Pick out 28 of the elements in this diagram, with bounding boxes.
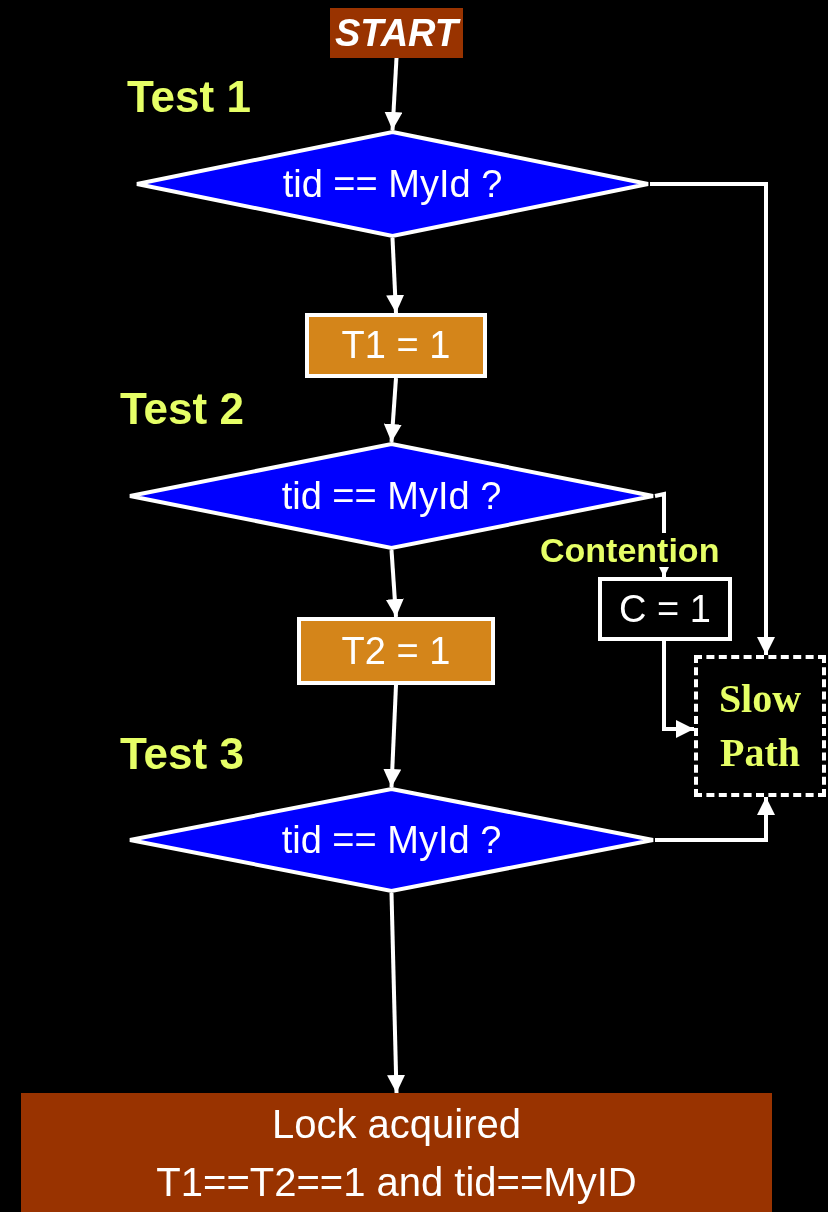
node-text: C = 1	[619, 587, 711, 631]
node-text: T1 = 1	[341, 324, 451, 367]
node-text: T1==T2==1 and tid==MyID	[156, 1158, 637, 1206]
edge-label: Contention	[540, 533, 720, 567]
process-box	[305, 313, 487, 378]
arrow	[383, 684, 402, 788]
arrow	[662, 641, 694, 738]
arrow	[384, 57, 403, 131]
process-box	[598, 577, 732, 641]
node-text: Slow Path	[717, 675, 803, 777]
node-text: START	[334, 11, 459, 55]
node-text: T2 = 1	[341, 629, 451, 673]
arrow	[385, 549, 404, 618]
end-box	[21, 1093, 772, 1212]
process-box	[297, 617, 495, 685]
test-heading: Test 1	[127, 72, 251, 122]
condition-text: tid == MyId ?	[282, 162, 503, 206]
condition-text: tid == MyId ?	[281, 818, 502, 862]
node-text: Lock acquired	[271, 1100, 521, 1148]
condition-text: tid == MyId ?	[281, 474, 502, 518]
arrow	[383, 377, 402, 443]
arrow	[655, 797, 775, 842]
arrow	[386, 237, 405, 314]
dashed-box	[694, 655, 826, 797]
arrow	[650, 182, 775, 655]
test-heading: Test 2	[120, 384, 244, 434]
arrow	[387, 892, 406, 1094]
test-heading: Test 3	[120, 729, 244, 779]
